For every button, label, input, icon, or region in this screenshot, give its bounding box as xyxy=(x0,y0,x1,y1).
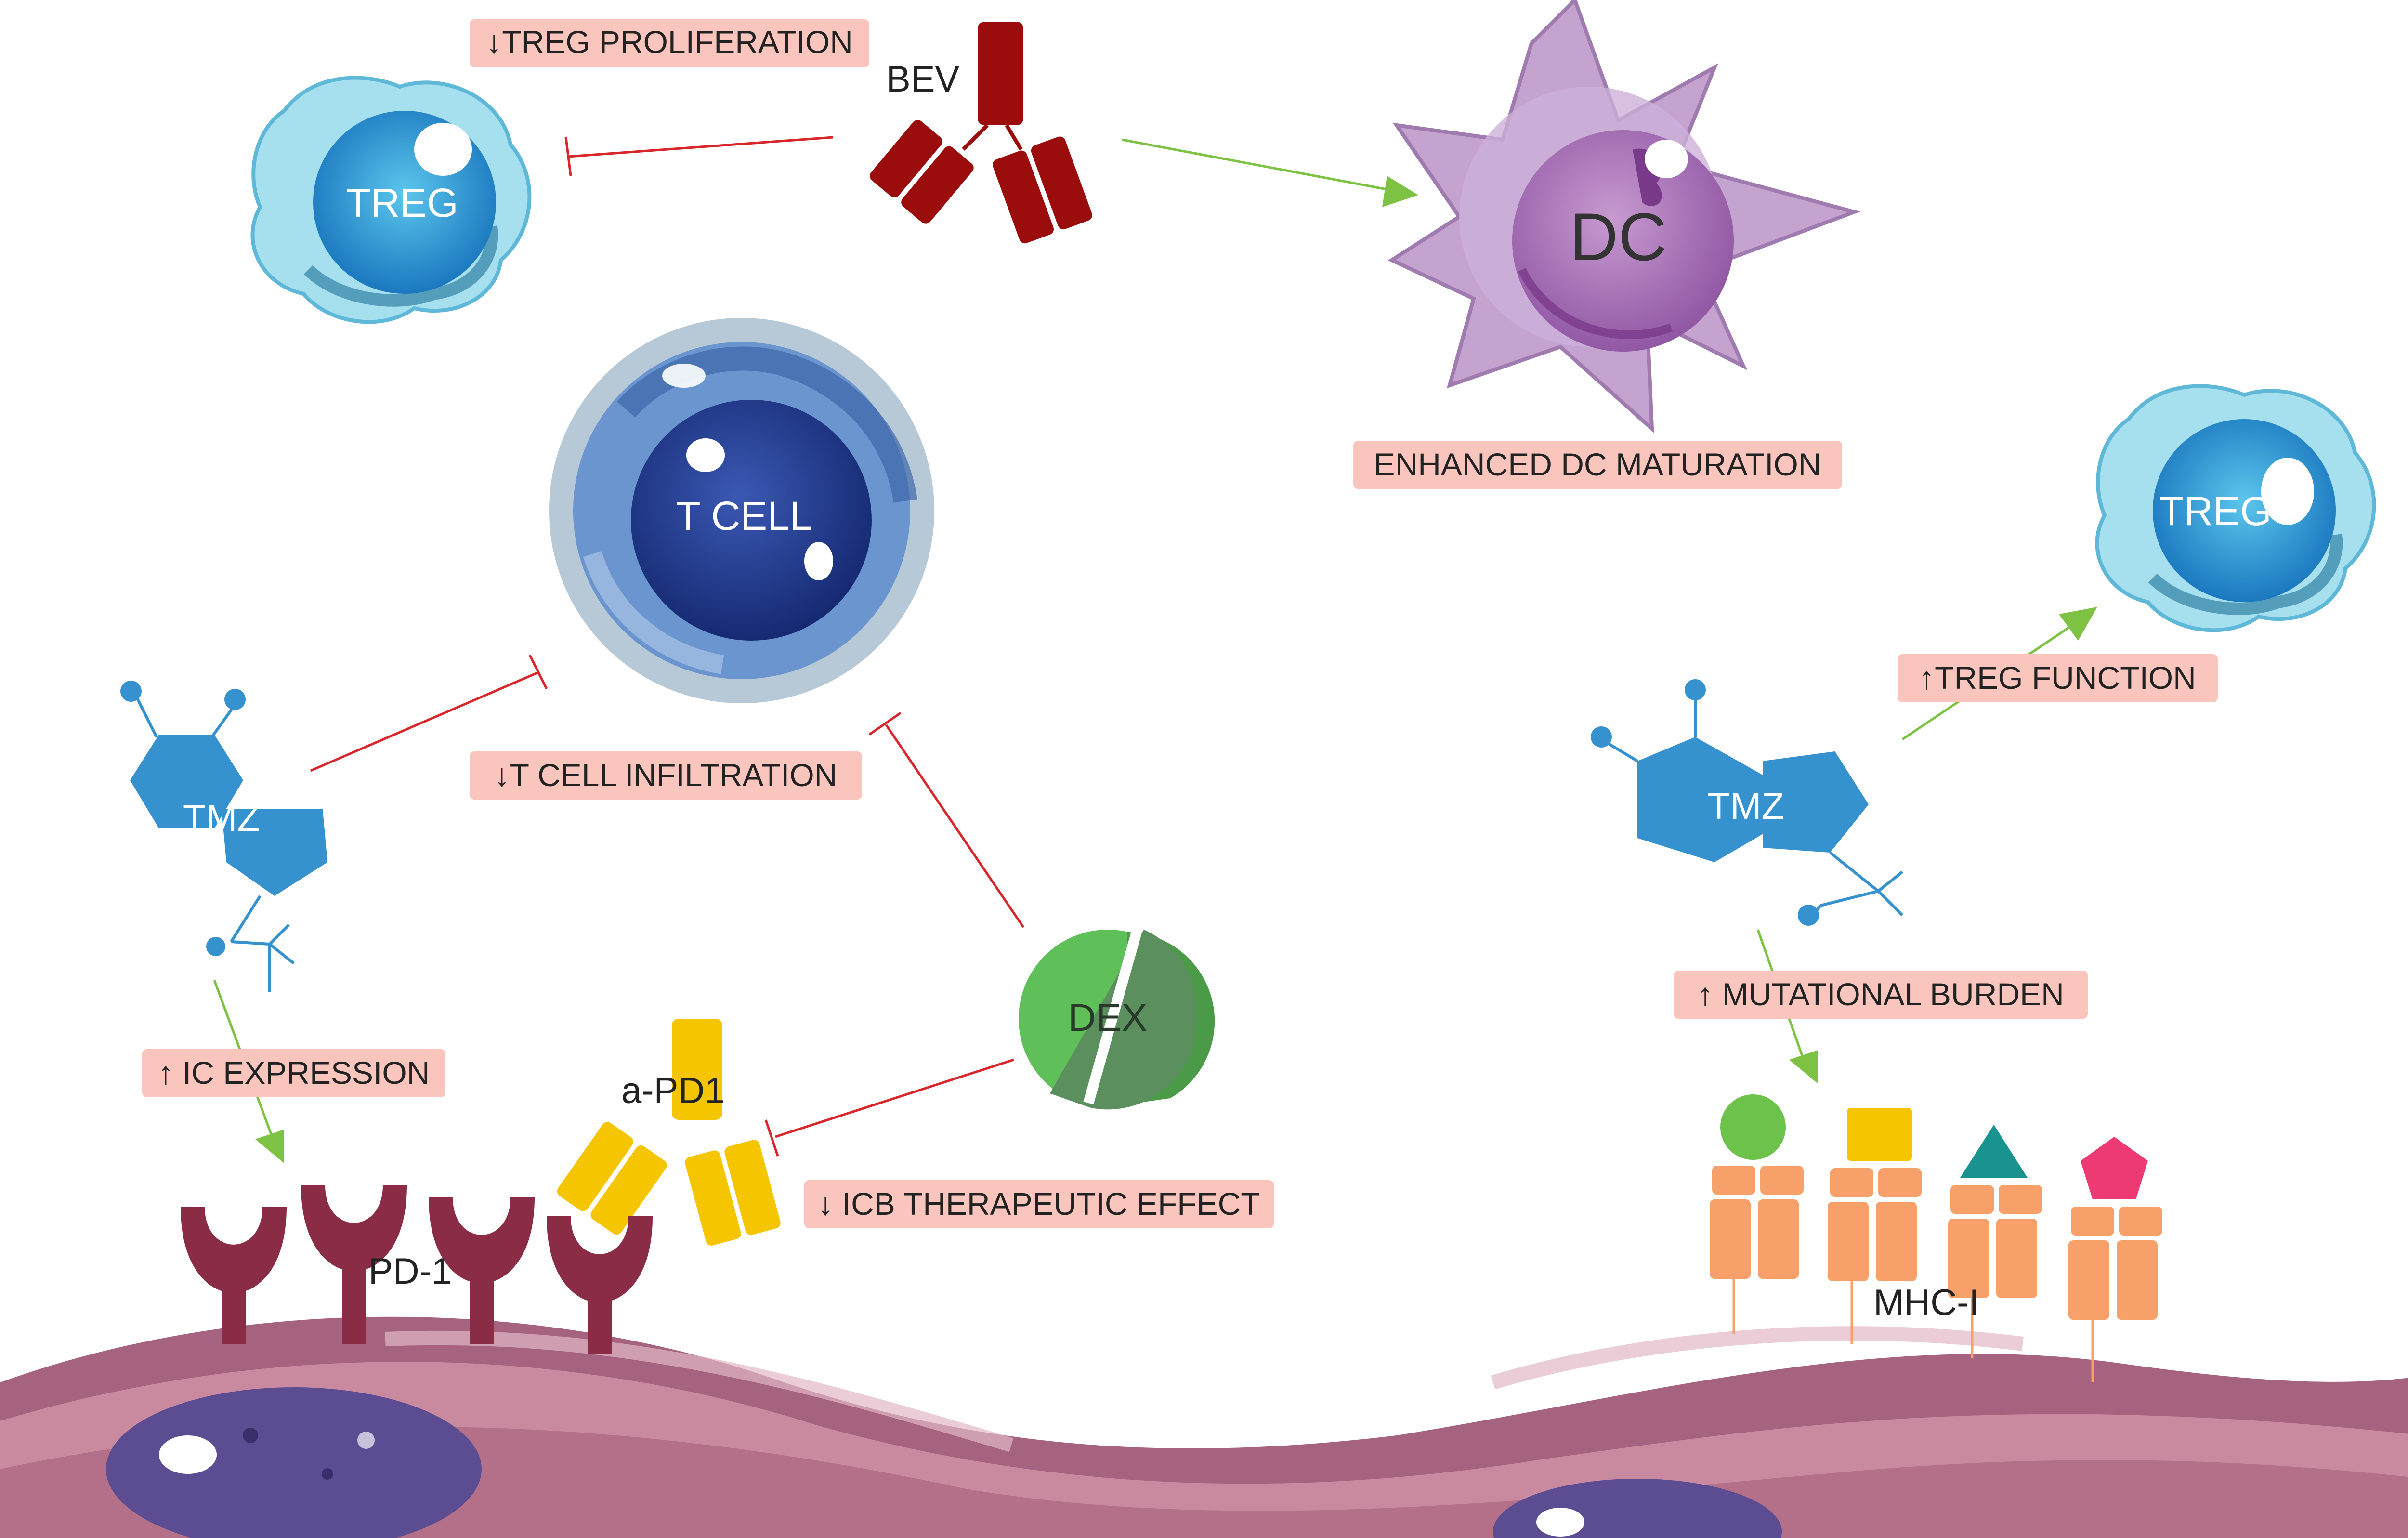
apd1-label: a-PD1 xyxy=(621,1070,725,1111)
mhc-molecule-square-antigen xyxy=(1828,1108,1922,1344)
bev-antibody xyxy=(870,22,1092,244)
nucleus-left xyxy=(106,1387,482,1538)
dex-pill: DEX xyxy=(1019,930,1215,1110)
label-dc-maturation: ENHANCED DC MATURATION xyxy=(1353,441,1842,489)
inhibit-arrow-bev-treg xyxy=(564,136,834,176)
label-treg-function: ↑TREG FUNCTION xyxy=(1898,654,2218,702)
pd1-receptor xyxy=(301,1185,407,1344)
label-dc-maturation-text: ENHANCED DC MATURATION xyxy=(1374,447,1821,482)
mhc-molecule-triangle-antigen xyxy=(1948,1125,2042,1358)
apd1-antibody xyxy=(557,1019,781,1246)
inhibit-arrow-dex-tcell xyxy=(868,711,1025,928)
label-mutational-burden-text: ↑ MUTATIONAL BURDEN xyxy=(1697,976,2064,1012)
treg-cell-left: TREG xyxy=(250,76,532,324)
promote-arrow-bev-dc xyxy=(1122,138,1418,207)
label-icb-effect: ↓ ICB THERAPEUTIC EFFECT xyxy=(804,1180,1274,1228)
mhc-molecules xyxy=(1710,1094,2162,1382)
label-tcell-infiltration: ↓T CELL INFILTRATION xyxy=(470,751,862,800)
dex-label: DEX xyxy=(1068,996,1148,1039)
treg-cell-right: TREG xyxy=(2095,384,2376,632)
tcell-label: T CELL xyxy=(676,493,812,539)
label-ic-expression-text: ↑ IC EXPRESSION xyxy=(158,1055,430,1091)
pd1-receptors xyxy=(181,1185,653,1354)
dendritic-cell: DC xyxy=(1387,0,1861,434)
tumor-tissue xyxy=(0,1316,2408,1538)
label-ic-expression: ↑ IC EXPRESSION xyxy=(142,1049,445,1097)
tmz-right-label: TMZ xyxy=(1707,785,1784,827)
pd1-receptor xyxy=(429,1197,535,1344)
label-mutational-burden: ↑ MUTATIONAL BURDEN xyxy=(1674,971,2088,1019)
label-tcell-infiltration-text: ↓T CELL INFILTRATION xyxy=(494,757,838,793)
treg-left-label: TREG xyxy=(346,180,458,225)
dc-label: DC xyxy=(1570,199,1667,275)
label-treg-proliferation-text: ↓TREG PROLIFERATION xyxy=(486,24,853,60)
treg-right-label: TREG xyxy=(2159,488,2271,534)
mhc-molecule-pentagon-antigen xyxy=(2068,1137,2162,1382)
pd1-receptor xyxy=(181,1207,287,1344)
mhc-label: MHC-I xyxy=(1873,1282,1979,1323)
mhc-molecule-circle-antigen xyxy=(1710,1094,1804,1334)
tmz-molecule-left: TMZ xyxy=(120,681,327,992)
label-treg-function-text: ↑TREG FUNCTION xyxy=(1919,660,2196,696)
tmz-left-label: TMZ xyxy=(183,797,260,839)
pd1-receptor xyxy=(547,1216,653,1354)
t-cell: T CELL xyxy=(549,318,934,703)
inhibit-arrow-dex-apd1 xyxy=(764,1058,1014,1157)
label-icb-effect-text: ↓ ICB THERAPEUTIC EFFECT xyxy=(817,1186,1260,1222)
inhibit-arrow-tmz-tcell xyxy=(310,654,548,772)
bev-label: BEV xyxy=(886,59,959,100)
dc-nucleus xyxy=(1512,130,1734,352)
pd1-label: PD-1 xyxy=(368,1251,452,1292)
label-treg-proliferation: ↓TREG PROLIFERATION xyxy=(470,19,869,67)
tmz-molecule-right: TMZ xyxy=(1591,679,1904,926)
